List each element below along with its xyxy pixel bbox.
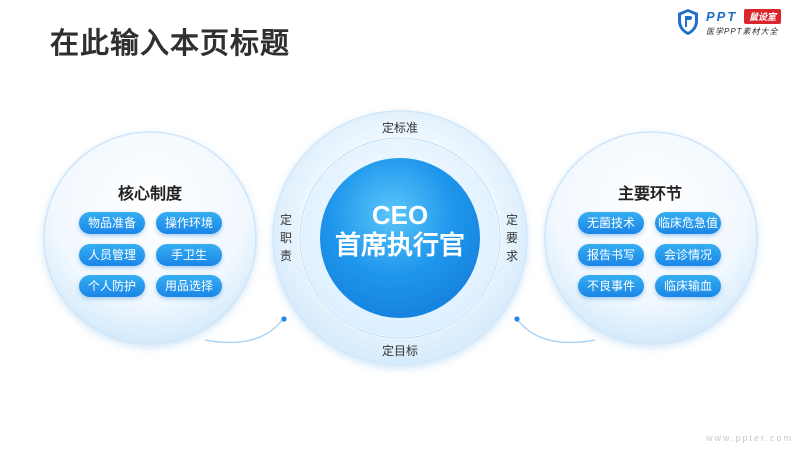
logo-subtitle: 医学PPT素材大全	[706, 27, 779, 36]
ceo-core-circle	[320, 158, 480, 318]
ceo-title: CEO 首席执行官	[320, 200, 480, 260]
right-item-2: 临床危急值	[655, 212, 721, 234]
right-panel-circle	[544, 131, 758, 345]
left-item-6: 用品选择	[156, 275, 222, 297]
page-title: 在此输入本页标题	[50, 28, 291, 60]
logo-brand: PPT	[706, 9, 738, 24]
right-item-3: 报告书写	[578, 244, 644, 266]
left-panel-title: 核心制度	[117, 186, 182, 203]
right-panel-title: 主要环节	[617, 186, 682, 203]
left-item-1: 物品准备	[79, 212, 145, 234]
right-item-5: 不良事件	[578, 275, 644, 297]
left-item-4: 手卫生	[156, 244, 222, 266]
right-connector-arc	[516, 318, 596, 343]
right-item-1: 无菌技术	[578, 212, 644, 234]
right-item-6: 临床输血	[655, 275, 721, 297]
left-connector-dot	[281, 316, 287, 322]
ring-label-right: 定要求	[505, 213, 518, 263]
watermark: www.ppter.com	[706, 433, 794, 443]
left-panel-circle	[43, 131, 257, 345]
left-item-5: 个人防护	[79, 275, 145, 297]
right-connector-dot	[514, 316, 520, 322]
ceo-title-line1: CEO	[371, 200, 429, 230]
middle-ring-outline	[299, 137, 501, 339]
left-item-3: 人员管理	[79, 244, 145, 266]
left-item-2: 操作环境	[156, 212, 222, 234]
right-item-4: 会诊情况	[655, 244, 721, 266]
ceo-title-line2: 首席执行官	[334, 230, 465, 260]
ring-label-bottom: 定目标	[381, 344, 418, 358]
left-connector-arc	[204, 318, 284, 343]
shield-icon	[678, 9, 698, 35]
ring-label-top: 定标准	[381, 121, 418, 135]
ring-label-left: 定职责	[279, 213, 292, 263]
logo-badge: 鼠设室	[744, 9, 782, 24]
brand-logo: PPT 鼠设室 医学PPT素材大全	[676, 8, 794, 38]
